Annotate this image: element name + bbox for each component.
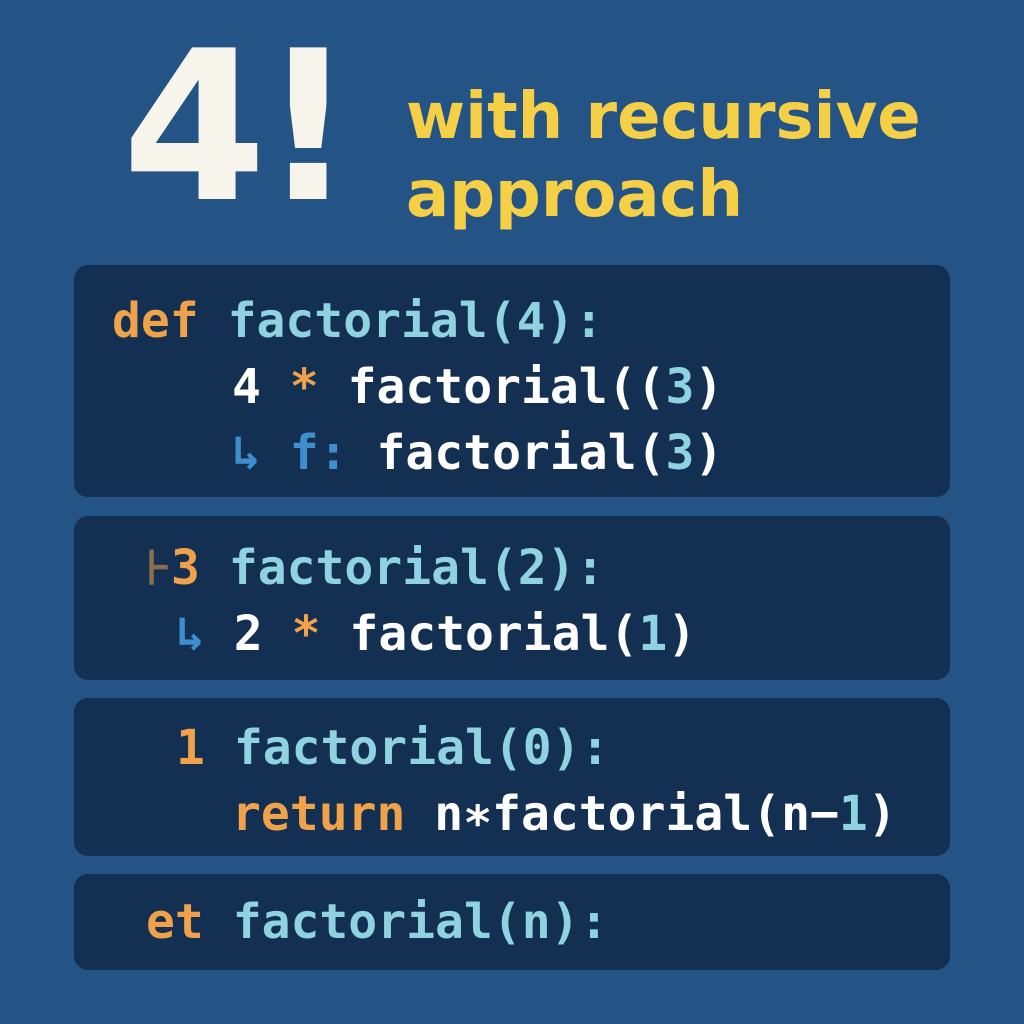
code-token: 1 — [638, 606, 668, 662]
code-token: def — [112, 293, 199, 349]
subtitle-line-1: with recursive — [406, 80, 921, 154]
code-panel-4: et factorial(n): — [74, 874, 950, 970]
code-token: * — [291, 606, 321, 662]
code-token — [200, 540, 229, 596]
code-token: factorial(( — [318, 359, 666, 415]
code-token — [204, 894, 233, 950]
code-token: 2 — [204, 606, 292, 662]
code-panel-3: 1 factorial(0): return n∗factorial(n−1) — [74, 698, 950, 856]
subtitle: with recursive approach — [406, 78, 921, 234]
title-factorial: 4! — [122, 7, 356, 249]
code-token: 3 — [170, 540, 200, 596]
code-token: ) — [667, 606, 697, 662]
code-line: def factorial(4): — [112, 289, 603, 353]
code-token: n∗factorial(n — [405, 786, 810, 842]
code-token: et — [146, 894, 204, 950]
code-panel-2: ⊦3 factorial(2): ↳ 2 * factorial(1) — [74, 516, 950, 680]
code-token: ↳ f — [232, 425, 319, 481]
code-token: factorial(2): — [228, 540, 605, 596]
code-token: return — [232, 786, 406, 842]
code-token: 1 — [838, 786, 868, 842]
code-token: 3 — [665, 359, 695, 415]
subtitle-line-2: approach — [406, 158, 744, 232]
code-token: 4 — [232, 359, 290, 415]
code-token: ) — [867, 786, 897, 842]
code-token — [199, 293, 228, 349]
code-token: factorial( — [347, 425, 666, 481]
code-token: ) — [694, 359, 724, 415]
code-line: ⊦3 factorial(2): — [146, 536, 604, 600]
code-line: return n∗factorial(n−1) — [232, 782, 897, 846]
code-token: − — [809, 786, 839, 842]
code-token: ⊦ — [146, 540, 171, 596]
code-token: ↳ — [176, 606, 205, 662]
code-token — [205, 720, 234, 776]
code-line: 4 * factorial((3) — [232, 355, 723, 419]
code-token: : — [318, 425, 348, 481]
code-line: et factorial(n): — [146, 890, 608, 954]
code-line: 1 factorial(0): — [176, 716, 610, 780]
code-token: factorial(4): — [227, 293, 604, 349]
code-token: * — [289, 359, 319, 415]
code-token: factorial(0): — [233, 720, 610, 776]
code-token: factorial(n): — [232, 894, 609, 950]
code-panel-1: def factorial(4): 4 * factorial((3) ↳ f:… — [74, 265, 950, 497]
code-token: factorial( — [320, 606, 639, 662]
code-line: ↳ 2 * factorial(1) — [176, 602, 696, 666]
code-token: 3 — [665, 425, 695, 481]
code-line: ↳ f: factorial(3) — [232, 421, 723, 485]
code-token: ) — [694, 425, 724, 481]
code-token: 1 — [176, 720, 205, 776]
